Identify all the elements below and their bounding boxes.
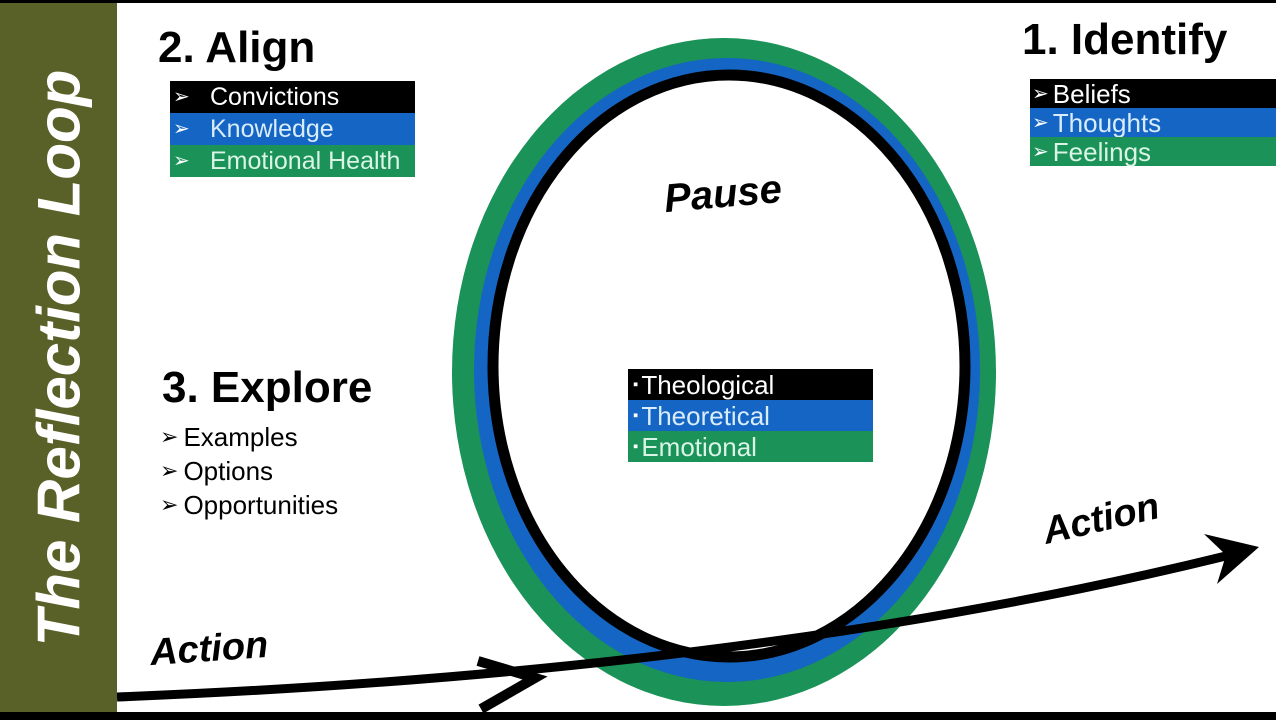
square-bullet-icon: ▪ [633,407,639,424]
list-item: ➢ Emotional Health [170,145,415,177]
explore-list: ➢ Examples ➢ Options ➢ Opportunities [160,420,338,522]
arrow-bullet-icon: ➢ [1032,111,1049,134]
list-item: ➢ Convictions [170,81,415,113]
action-arrow-line [116,550,1232,702]
list-item: ➢ Options [160,454,338,488]
list-item: ➢ Knowledge [170,113,415,145]
list-item-label: Thoughts [1052,107,1162,138]
list-item: ▪ Theological [628,369,873,400]
arrow-bullet-icon: ➢ [160,492,179,517]
center-list: ▪ Theological ▪ Theoretical ▪ Emotional [628,369,873,462]
list-item-label: Feelings [1052,136,1152,167]
list-item-label: Options [183,455,274,486]
list-item: ➢ Examples [160,420,338,454]
action-label-left: Action [148,623,270,675]
arrow-bullet-icon: ➢ [173,118,190,140]
list-item-label: Theoretical [641,400,770,431]
list-item-label: Theological [641,369,775,400]
top-letterbox-bar [0,0,1276,3]
arrow-bullet-icon: ➢ [1032,140,1049,163]
list-item: ➢ Thoughts [1030,108,1276,137]
action-arrow-end-arrowhead [1204,534,1259,584]
list-item: ▪ Emotional [628,431,873,462]
identify-section-title: 1. Identify [1022,15,1228,64]
identify-list: ➢ Beliefs ➢ Thoughts ➢ Feelings [1030,79,1276,166]
arrow-bullet-icon: ➢ [160,458,179,483]
sidebar-title: The Reflection Loop [25,69,92,646]
arrow-bullet-icon: ➢ [173,150,190,172]
align-section-title: 2. Align [158,23,316,72]
list-item-label: Knowledge [210,114,334,143]
action-arrow-mid-arrowhead [476,656,548,714]
bottom-letterbox-bar [0,712,1276,720]
list-item-label: Emotional [641,431,757,462]
loop-ring-black [487,69,971,663]
list-item-label: Opportunities [183,489,339,520]
list-item: ➢ Beliefs [1030,79,1276,108]
list-item: ➢ Opportunities [160,488,338,522]
arrow-bullet-icon: ➢ [160,424,179,449]
align-list: ➢ Convictions ➢ Knowledge ➢ Emotional He… [170,81,415,177]
explore-section-title: 3. Explore [162,363,373,412]
list-item: ▪ Theoretical [628,400,873,431]
arrow-bullet-icon: ➢ [173,86,190,108]
list-item: ➢ Feelings [1030,137,1276,166]
square-bullet-icon: ▪ [633,376,639,393]
list-item-label: Examples [183,421,298,452]
list-item-label: Emotional Health [210,146,401,175]
list-item-label: Convictions [210,82,340,111]
arrow-bullet-icon: ➢ [1032,82,1049,105]
pause-label: Pause [662,166,784,222]
square-bullet-icon: ▪ [633,438,639,455]
list-item-label: Beliefs [1052,78,1131,109]
sidebar: The Reflection Loop [0,3,117,712]
